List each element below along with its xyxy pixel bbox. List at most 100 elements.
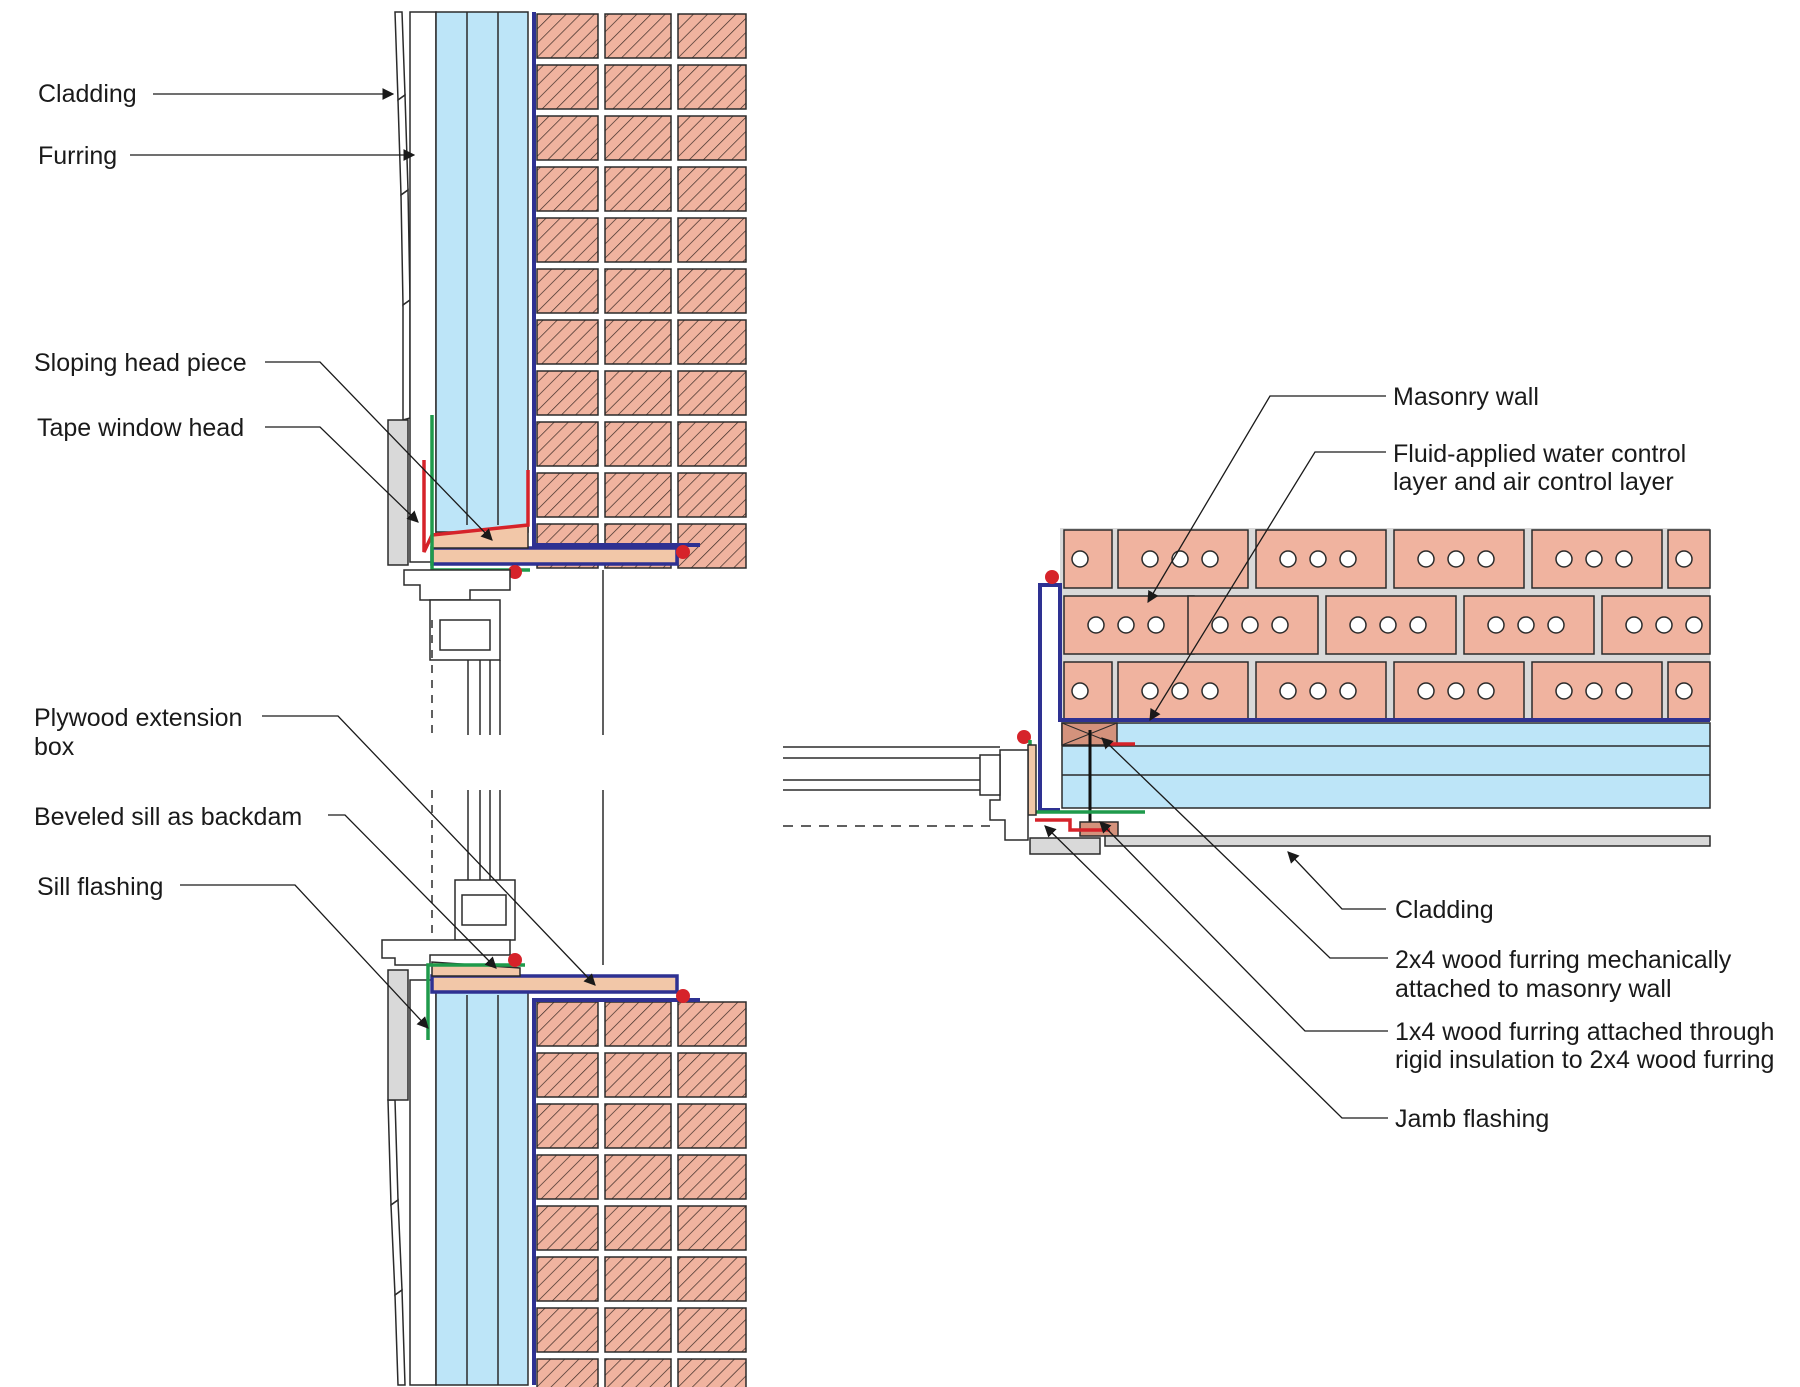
brick-core — [1201, 550, 1219, 568]
brick — [604, 13, 672, 59]
brick-core — [1071, 682, 1089, 700]
air-barrier-sill — [532, 998, 700, 1385]
brick-core — [1171, 550, 1189, 568]
brick-core — [1211, 616, 1229, 634]
brick-core — [1555, 682, 1573, 700]
label-sloping-head-piece: Sloping head piece — [34, 349, 247, 377]
brick-core — [1447, 682, 1465, 700]
brick-core — [1675, 682, 1693, 700]
label-furring-1x4-1: 1x4 wood furring attached through — [1395, 1018, 1774, 1046]
brick — [536, 1307, 599, 1353]
plywood-extension-sill — [430, 974, 679, 994]
cladding-boards-sill — [387, 1099, 406, 1386]
brick — [604, 370, 672, 416]
rigid-insulation-sill — [435, 981, 529, 1386]
brick — [677, 1001, 747, 1047]
brick-core — [1241, 616, 1259, 634]
brick — [536, 370, 599, 416]
brick-core — [1339, 550, 1357, 568]
brick-core — [1271, 616, 1289, 634]
brick — [677, 319, 747, 365]
window-frame-head — [403, 569, 604, 735]
brick-core — [1685, 616, 1703, 634]
brick — [677, 523, 747, 569]
brick — [604, 472, 672, 518]
brick — [604, 1307, 672, 1353]
sill-section — [381, 790, 748, 1387]
label-cladding-plan: Cladding — [1395, 896, 1494, 924]
brick — [604, 1001, 672, 1047]
brick-core — [1309, 550, 1327, 568]
brick-core — [1615, 550, 1633, 568]
rigid-insulation-head — [435, 11, 529, 533]
brick — [536, 1205, 599, 1251]
brick-core — [1349, 616, 1367, 634]
brick — [677, 472, 747, 518]
brick-core — [1547, 616, 1565, 634]
brick-core — [1409, 616, 1427, 634]
brick-core — [1141, 550, 1159, 568]
brick — [536, 421, 599, 467]
window-frame-plan — [783, 744, 1101, 855]
brick-core — [1117, 616, 1135, 634]
brick — [536, 268, 599, 314]
label-sill-flashing: Sill flashing — [37, 873, 163, 901]
brick — [604, 217, 672, 263]
label-furring-1x4-2: rigid insulation to 2x4 wood furring — [1395, 1046, 1774, 1074]
brick — [677, 1205, 747, 1251]
brick-core — [1171, 682, 1189, 700]
brick — [677, 13, 747, 59]
brick — [604, 166, 672, 212]
brick-core — [1087, 616, 1105, 634]
label-furring-2x4-2: attached to masonry wall — [1395, 975, 1672, 1003]
brick — [536, 166, 599, 212]
brick-core — [1655, 616, 1673, 634]
brick — [604, 319, 672, 365]
brick — [536, 64, 599, 110]
brick — [604, 1256, 672, 1302]
label-fluid-applied-2: layer and air control layer — [1393, 468, 1674, 496]
brick — [536, 319, 599, 365]
brick — [677, 1256, 747, 1302]
brick — [604, 421, 672, 467]
brick-core — [1555, 550, 1573, 568]
cladding-trim-sill — [387, 969, 409, 1101]
label-tape-window-head: Tape window head — [37, 414, 244, 442]
brick-core — [1675, 550, 1693, 568]
brick-core — [1477, 682, 1495, 700]
brick — [536, 1256, 599, 1302]
brick — [536, 1154, 599, 1200]
brick-plan — [1531, 529, 1663, 589]
label-masonry-wall: Masonry wall — [1393, 383, 1539, 411]
brick — [677, 268, 747, 314]
window-frame-sill — [381, 790, 604, 966]
jamb-plan — [783, 528, 1711, 855]
masonry-bricks-plan — [1060, 528, 1711, 721]
brick — [536, 1052, 599, 1098]
label-furring-2x4-1: 2x4 wood furring mechanically — [1395, 946, 1732, 974]
brick-core — [1625, 616, 1643, 634]
label-fluid-applied-1: Fluid-applied water control — [1393, 440, 1686, 468]
cladding-trim-head — [387, 419, 409, 566]
head-section — [387, 11, 748, 735]
brick — [677, 1154, 747, 1200]
brick — [677, 370, 747, 416]
air-barrier-plan — [1038, 583, 1710, 812]
brick-core — [1309, 682, 1327, 700]
brick-core — [1279, 682, 1297, 700]
brick — [536, 1001, 599, 1047]
brick-core — [1201, 682, 1219, 700]
masonry-bricks-sill — [536, 1000, 748, 1387]
brick-core — [1071, 550, 1089, 568]
label-furring: Furring — [38, 142, 117, 170]
brick-core — [1339, 682, 1357, 700]
brick-core — [1147, 616, 1165, 634]
cladding-plan — [1104, 835, 1711, 847]
label-cladding-section: Cladding — [38, 80, 137, 108]
brick — [536, 472, 599, 518]
brick-core — [1487, 616, 1505, 634]
brick — [604, 1052, 672, 1098]
brick-core — [1279, 550, 1297, 568]
plywood-extension-head — [430, 546, 679, 566]
